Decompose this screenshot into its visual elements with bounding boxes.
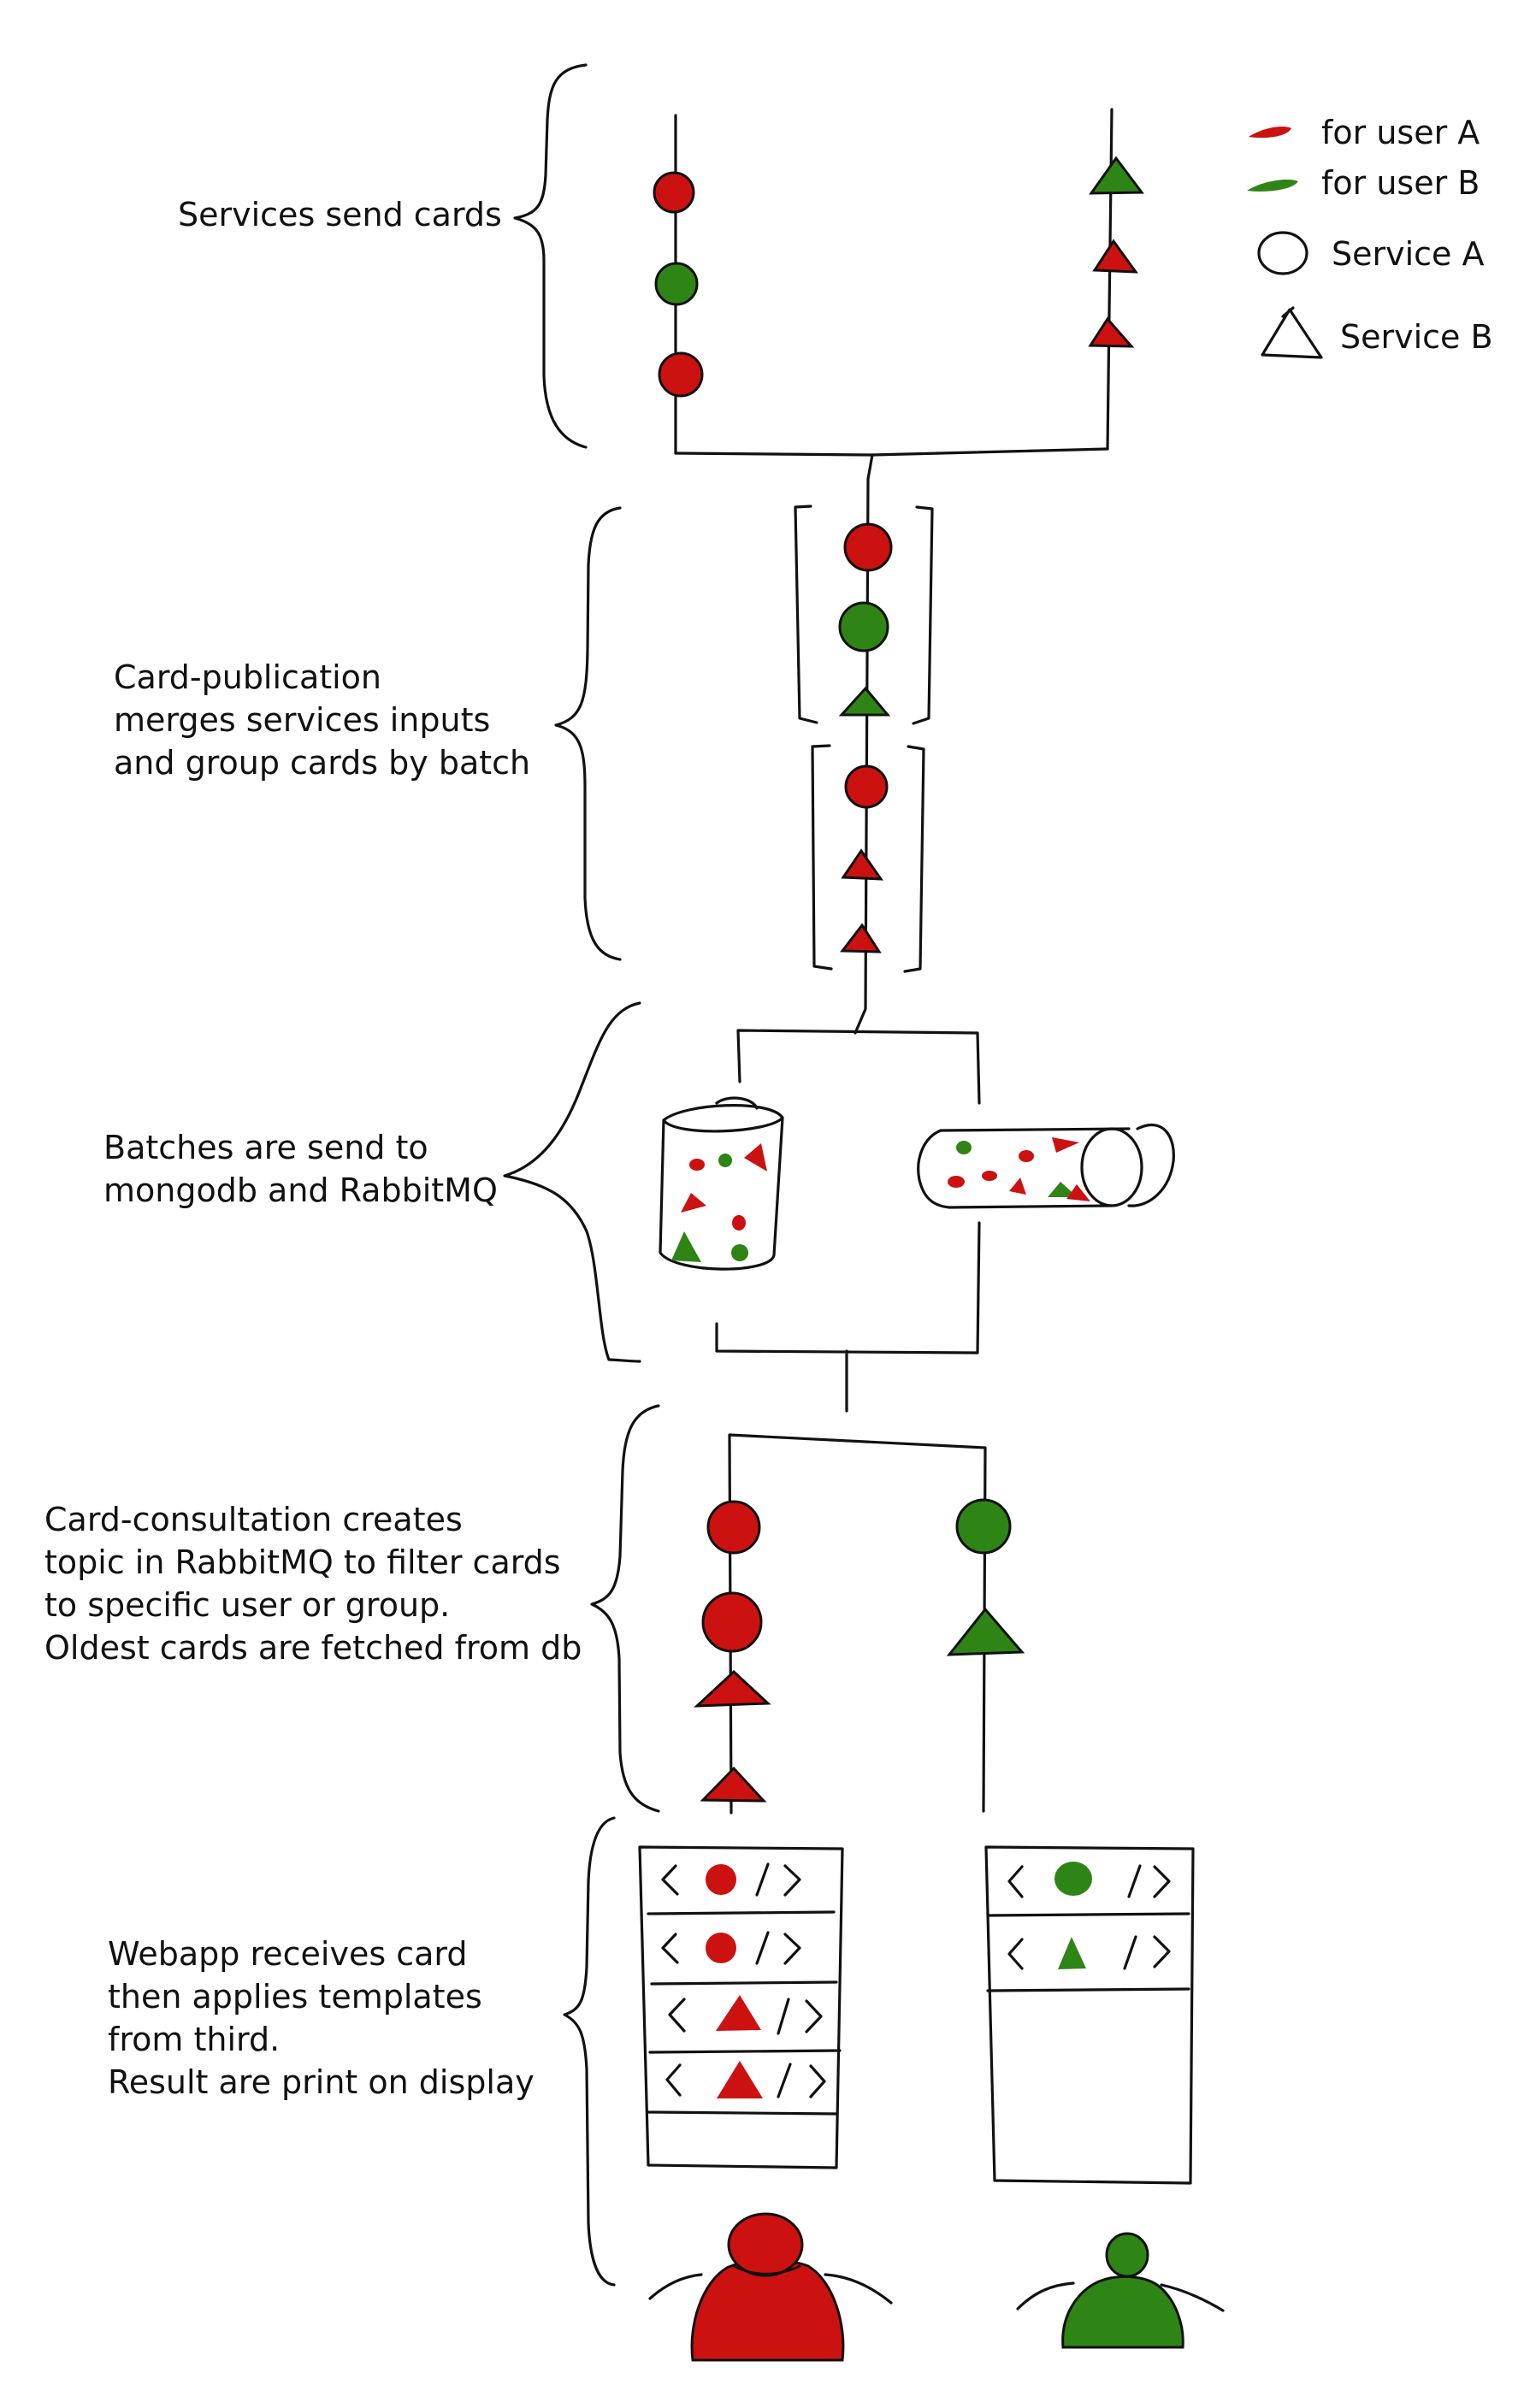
batch-split-connector [736, 1029, 981, 1105]
legend-service-b-triangle-icon [1261, 306, 1323, 359]
batch-2-bracket-right [903, 745, 925, 973]
legend-service-a-label: Service A [1332, 235, 1485, 273]
card-red-triangle [681, 1193, 706, 1213]
service-b-line [1106, 108, 1113, 451]
card-green-circle [731, 1244, 748, 1261]
card-red-triangle [841, 848, 883, 881]
card-green-triangle [671, 1231, 701, 1262]
stage-batches-brace [503, 1001, 641, 1363]
template-row [661, 1931, 801, 1965]
stage-webapp-label: Webapp receives card then applies templa… [108, 1935, 535, 2101]
card-green-circle [718, 1154, 732, 1167]
card-red-circle [982, 1171, 997, 1181]
card-red-circle [706, 1500, 761, 1555]
mongodb-cylinder-icon [659, 1096, 784, 1271]
card-green-circle [955, 1498, 1012, 1555]
legend-service-b-label: Service B [1340, 318, 1493, 356]
consultation-split-connector [728, 1433, 987, 1815]
stage-consultation-label: Card-consultation creates topic in Rabbi… [44, 1501, 582, 1667]
card-red-triangle [694, 1669, 771, 1708]
card-green-triangle [1048, 1182, 1078, 1197]
stage-consultation-brace [590, 1404, 660, 1813]
batch-1-bracket-right [912, 505, 934, 725]
card-green-triangle [1089, 156, 1144, 195]
stage-batches: Batches are send to mongodb and RabbitMQ [103, 1001, 641, 1363]
card-red-circle [689, 1159, 705, 1171]
template-row [1007, 1862, 1171, 1898]
stage-batches-label: Batches are send to mongodb and RabbitMQ [103, 1129, 498, 1209]
card-red-circle [843, 522, 893, 572]
card-red-circle [706, 1864, 736, 1895]
card-red-triangle [1088, 316, 1135, 348]
stage-services-label: Services send cards [178, 196, 502, 233]
rabbitmq-queue-icon [917, 1123, 1175, 1209]
stage-publication: Card-publication merges services inputs … [114, 506, 622, 961]
card-green-circle [654, 262, 699, 306]
card-red-triangle [700, 1766, 767, 1803]
legend-user-b-swatch [1247, 180, 1298, 192]
legend-user-a-label: for user A [1321, 114, 1480, 151]
card-red-circle [701, 1591, 763, 1653]
card-red-triangle [1009, 1177, 1026, 1195]
card-publication [794, 477, 934, 1035]
card-green-triangle [946, 1607, 1025, 1656]
card-red-circle [732, 1215, 746, 1231]
legend: for user A for user B Service A Service … [1247, 114, 1493, 359]
user-b-avatar [1016, 2232, 1225, 2349]
template-row [1007, 1935, 1171, 1970]
card-red-triangle [744, 1143, 767, 1172]
card-red-triangle [716, 1995, 761, 2031]
rabbitmq-to-consultation-connector [715, 1221, 981, 1413]
card-green-triangle [838, 686, 891, 717]
stage-publication-brace [554, 506, 622, 961]
legend-user-b-label: for user B [1321, 164, 1480, 202]
stage-webapp-brace [563, 1816, 616, 2287]
legend-service-a-circle-icon [1257, 231, 1308, 275]
card-red-circle [706, 1933, 736, 1963]
legend-user-a-swatch [1249, 127, 1291, 139]
template-row [668, 1995, 823, 2035]
card-red-triangle [1092, 239, 1139, 274]
service-a-stream [653, 114, 704, 455]
stage-webapp: Webapp receives card then applies templa… [108, 1816, 616, 2287]
card-green-triangle [1058, 1937, 1086, 1969]
card-green-circle [1054, 1862, 1092, 1896]
stage-consultation: Card-consultation creates topic in Rabbi… [44, 1404, 660, 1813]
batch-1-bracket-left [794, 505, 818, 724]
stage-services: Services send cards [178, 63, 588, 449]
card-red-triangle [1052, 1137, 1079, 1153]
card-red-triangle [1066, 1184, 1090, 1201]
card-red-triangle [717, 2061, 763, 2098]
card-red-circle [844, 764, 889, 809]
card-red-triangle [840, 923, 882, 953]
stage-publication-label: Card-publication merges services inputs … [114, 658, 530, 782]
services-merge-connector [674, 447, 1109, 481]
card-red-circle [658, 351, 704, 398]
card-red-circle [948, 1176, 965, 1188]
service-b-stream [1088, 108, 1144, 451]
card-red-circle [1019, 1150, 1034, 1162]
user-a-display [638, 1845, 844, 2169]
card-green-circle [956, 1141, 972, 1154]
stage-services-brace [513, 63, 588, 449]
user-b-topic [946, 1498, 1025, 1656]
card-red-circle [653, 171, 695, 214]
user-a-avatar [648, 2212, 893, 2362]
card-green-circle [838, 601, 889, 652]
batch-2-bracket-left [811, 744, 833, 971]
template-row [661, 1862, 801, 1897]
user-b-display [984, 1845, 1195, 2185]
template-row [665, 2061, 826, 2098]
user-a-topic [694, 1500, 771, 1803]
